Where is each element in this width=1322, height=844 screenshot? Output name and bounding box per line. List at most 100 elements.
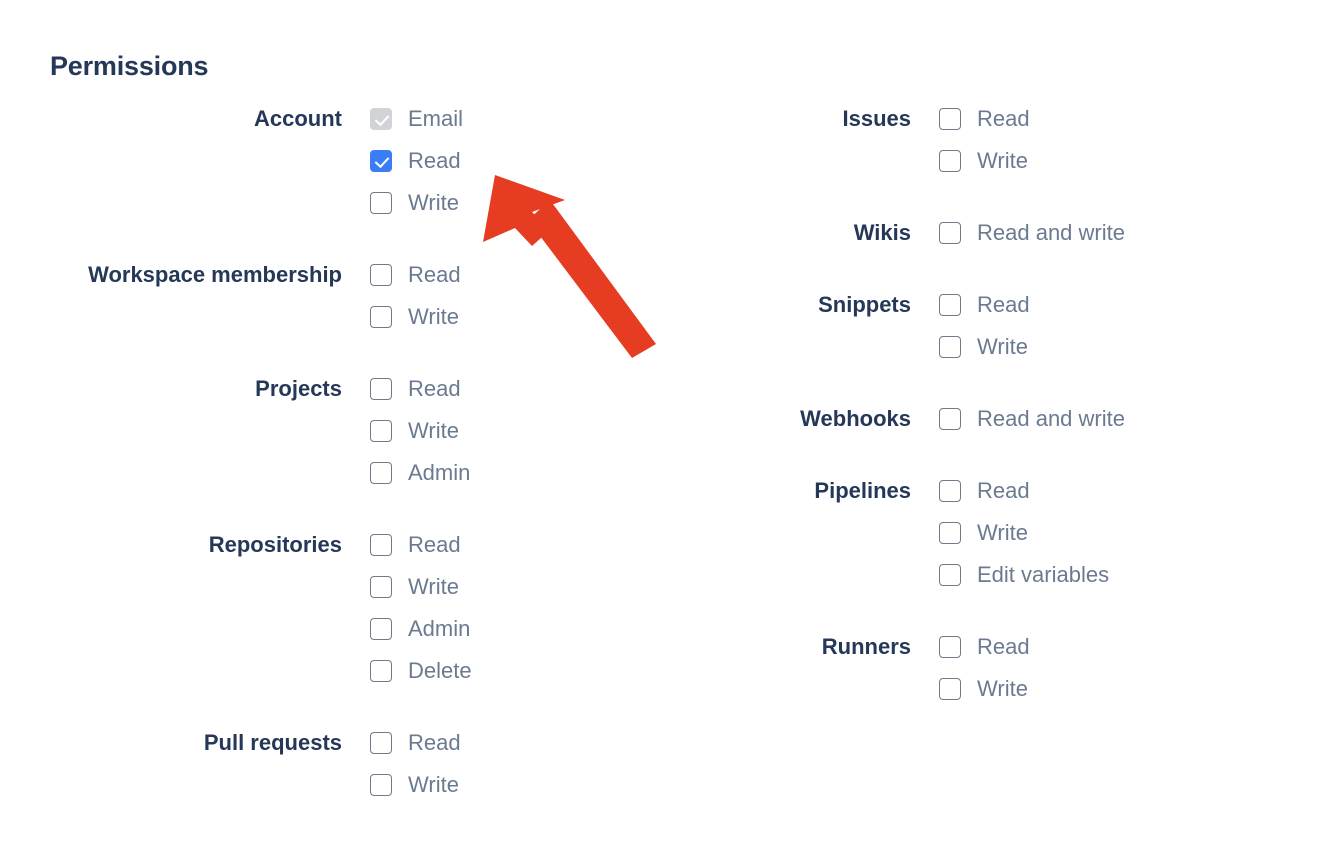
permission-option-row[interactable]: Write	[939, 668, 1030, 710]
permission-option-label: Admin	[408, 616, 471, 641]
permission-option-label: Read	[977, 292, 1030, 317]
permission-group-label: Account	[254, 106, 342, 131]
permission-option-label: Write	[408, 190, 459, 215]
checkbox-unchecked-icon[interactable]	[370, 774, 392, 796]
permission-option-label: Read	[408, 376, 461, 401]
checkbox-unchecked-icon[interactable]	[370, 306, 392, 328]
permission-option-row[interactable]: Write	[370, 764, 461, 806]
checkbox-unchecked-icon[interactable]	[939, 150, 961, 172]
permission-option-row[interactable]: Read	[939, 470, 1109, 512]
permission-option-row[interactable]: Write	[939, 140, 1030, 182]
checkbox-unchecked-icon[interactable]	[370, 576, 392, 598]
permission-option-label: Read	[408, 532, 461, 557]
permission-group-label: Workspace membership	[88, 262, 342, 287]
checkbox-unchecked-icon[interactable]	[939, 222, 961, 244]
checkbox-unchecked-icon[interactable]	[939, 480, 961, 502]
permission-option-row[interactable]: Write	[370, 182, 463, 224]
permission-option-row[interactable]: Write	[939, 326, 1030, 368]
permission-group: Webhooks Read and write	[570, 398, 1125, 440]
permission-option-label: Email	[408, 106, 464, 131]
checkbox-unchecked-icon[interactable]	[939, 678, 961, 700]
permission-group-label: Pull requests	[203, 730, 342, 755]
checkbox-unchecked-icon[interactable]	[939, 636, 961, 658]
permission-group-label: Issues	[842, 106, 912, 131]
checkbox-unchecked-icon[interactable]	[370, 618, 392, 640]
permission-option-label: Read	[977, 106, 1030, 131]
checkbox-disabled-checked-icon	[370, 108, 392, 130]
checkbox-unchecked-icon[interactable]	[939, 294, 961, 316]
checkbox-checked-icon[interactable]	[370, 150, 392, 172]
permission-option-row[interactable]: Read	[370, 722, 461, 764]
permission-option-label: Read and write	[977, 220, 1125, 245]
permission-option-label: Read and write	[977, 406, 1125, 431]
permission-option-row[interactable]: Read and write	[939, 212, 1125, 254]
permission-option-row[interactable]: Read	[370, 368, 470, 410]
permission-option-label: Read	[408, 730, 461, 755]
permission-option-row[interactable]: Edit variables	[939, 554, 1109, 596]
permission-option-list: Read and write	[939, 212, 1125, 254]
checkbox-unchecked-icon[interactable]	[939, 522, 961, 544]
permission-option-row[interactable]: Read	[370, 524, 472, 566]
permission-group-label: Projects	[255, 376, 342, 401]
checkbox-unchecked-icon[interactable]	[370, 420, 392, 442]
checkbox-unchecked-icon[interactable]	[370, 732, 392, 754]
checkbox-unchecked-icon[interactable]	[939, 108, 961, 130]
permission-group-label: Webhooks	[800, 406, 911, 431]
permission-option-label: Write	[408, 418, 459, 443]
permission-option-row[interactable]: Write	[939, 512, 1109, 554]
permission-option-row[interactable]: Read and write	[939, 398, 1125, 440]
permission-option-row[interactable]: Admin	[370, 608, 472, 650]
permission-option-row[interactable]: Read	[939, 284, 1030, 326]
checkbox-unchecked-icon[interactable]	[370, 534, 392, 556]
permission-option-row[interactable]: Email	[370, 98, 463, 140]
permission-option-label: Read	[408, 148, 461, 173]
permission-group-label: Repositories	[208, 532, 342, 557]
permission-option-label: Read	[408, 262, 461, 287]
permission-option-label: Delete	[408, 658, 472, 683]
permission-option-row[interactable]: Write	[370, 410, 470, 452]
permission-group-label: Runners	[821, 634, 911, 659]
permission-option-row[interactable]: Read	[370, 140, 463, 182]
permission-option-row[interactable]: Admin	[370, 452, 470, 494]
permission-option-label: Write	[977, 520, 1028, 545]
permission-option-row[interactable]: Read	[939, 98, 1030, 140]
permission-option-row[interactable]: Write	[370, 296, 461, 338]
permission-option-label: Write	[408, 304, 459, 329]
checkbox-unchecked-icon[interactable]	[370, 660, 392, 682]
checkbox-unchecked-icon[interactable]	[939, 336, 961, 358]
checkbox-unchecked-icon[interactable]	[939, 564, 961, 586]
checkbox-unchecked-icon[interactable]	[370, 462, 392, 484]
permission-option-label: Write	[977, 148, 1028, 173]
permission-option-row[interactable]: Read	[370, 254, 461, 296]
checkbox-unchecked-icon[interactable]	[370, 264, 392, 286]
permission-option-row[interactable]: Write	[370, 566, 472, 608]
permission-option-label: Admin	[408, 460, 471, 485]
checkbox-unchecked-icon[interactable]	[939, 408, 961, 430]
permission-option-row[interactable]: Read	[939, 626, 1030, 668]
permission-group-label: Snippets	[818, 292, 911, 317]
permission-option-label: Write	[408, 574, 459, 599]
permission-option-row[interactable]: Delete	[370, 650, 472, 692]
checkbox-unchecked-icon[interactable]	[370, 192, 392, 214]
page-title: Permissions	[50, 51, 209, 81]
permission-option-label: Read	[977, 478, 1030, 503]
checkbox-unchecked-icon[interactable]	[370, 378, 392, 400]
